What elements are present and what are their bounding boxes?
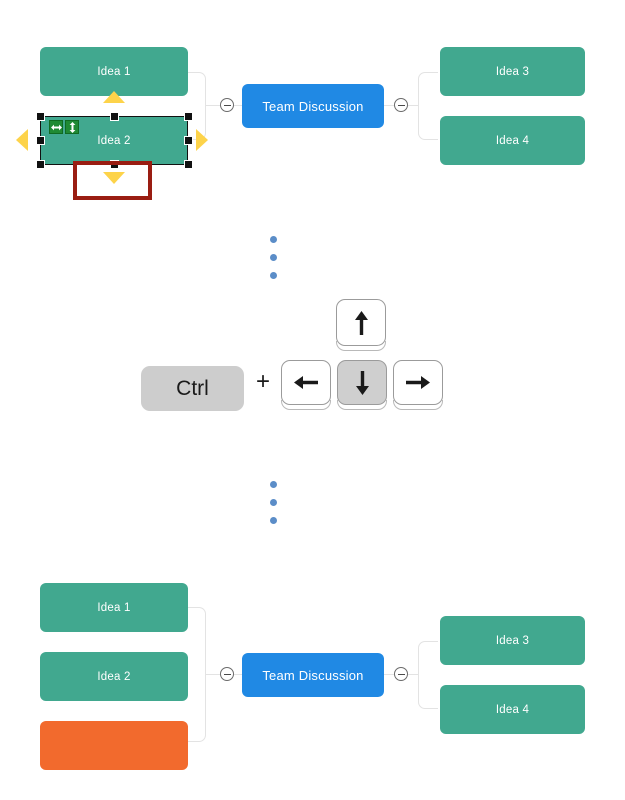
resize-handle-se[interactable] [184,160,193,169]
node-label: Idea 2 [97,670,131,683]
left-trunk-line-2 [234,674,242,675]
node-idea-1[interactable]: Idea 1 [40,583,188,632]
resize-handle-e[interactable] [184,136,193,145]
highlight-rectangle [73,161,152,200]
node-idea-1[interactable]: Idea 1 [40,47,188,96]
resize-handle-ne[interactable] [184,112,193,121]
node-idea-3[interactable]: Idea 3 [440,616,585,665]
ellipsis-dot [270,236,277,243]
right-trunk-line [384,674,394,675]
node-idea-4[interactable]: Idea 4 [440,685,585,734]
collapse-right-branch-icon[interactable] [394,98,408,112]
right-branch-connector [418,72,438,140]
collapse-left-branch-icon[interactable] [220,98,234,112]
arrow-left-key[interactable] [281,360,331,405]
node-label: Idea 3 [495,634,530,647]
ellipsis-dot [270,499,277,506]
arrow-up-key[interactable] [336,299,386,346]
vertical-resize-icon[interactable] [65,120,79,134]
collapse-right-branch-icon[interactable] [394,667,408,681]
node-label: Idea 2 [97,134,131,147]
right-trunk-line-2 [408,105,418,106]
plus-separator: + [256,368,271,395]
ellipsis-dot [270,272,277,279]
ellipsis-dot [270,517,277,524]
node-label: Idea 4 [495,703,530,716]
node-label: Idea 3 [495,65,530,78]
arrow-down-key[interactable] [337,360,387,405]
node-team-discussion[interactable]: Team Discussion [242,653,384,697]
ellipsis-separator-bottom [270,481,277,535]
node-label: Team Discussion [262,667,364,683]
node-idea-2-selected[interactable]: Idea 2 [40,116,188,165]
node-idea-2[interactable]: Idea 2 [40,652,188,701]
ctrl-key[interactable]: Ctrl [141,366,244,411]
resize-handle-n[interactable] [110,112,119,121]
move-up-triangle-icon[interactable] [103,91,125,103]
node-label: Idea 1 [97,65,131,78]
move-right-triangle-icon[interactable] [196,129,208,151]
node-idea-3[interactable]: Idea 3 [440,47,585,96]
ellipsis-dot [270,481,277,488]
left-trunk-line [206,674,220,675]
move-left-triangle-icon[interactable] [16,129,28,151]
ctrl-key-label: Ctrl [176,376,209,400]
collapse-left-branch-icon[interactable] [220,667,234,681]
node-idea-4[interactable]: Idea 4 [440,116,585,165]
ellipsis-dot [270,254,277,261]
left-trunk-line-2 [234,105,242,106]
arrow-right-key[interactable] [393,360,443,405]
resize-handle-w[interactable] [36,136,45,145]
node-label: Idea 1 [97,601,131,614]
node-label: Idea 4 [495,134,530,147]
node-label: Team Discussion [262,98,364,114]
right-trunk-line [384,105,394,106]
resize-handle-nw[interactable] [36,112,45,121]
right-branch-connector [418,641,438,709]
left-trunk-line [206,105,220,106]
node-team-discussion[interactable]: Team Discussion [242,84,384,128]
resize-handle-sw[interactable] [36,160,45,169]
right-trunk-line-2 [408,674,418,675]
horizontal-resize-icon[interactable] [49,120,63,134]
ellipsis-separator-top [270,236,277,290]
move-down-triangle-icon[interactable] [103,172,125,184]
node-new-empty[interactable] [40,721,188,770]
left-branch-connector [186,607,206,742]
